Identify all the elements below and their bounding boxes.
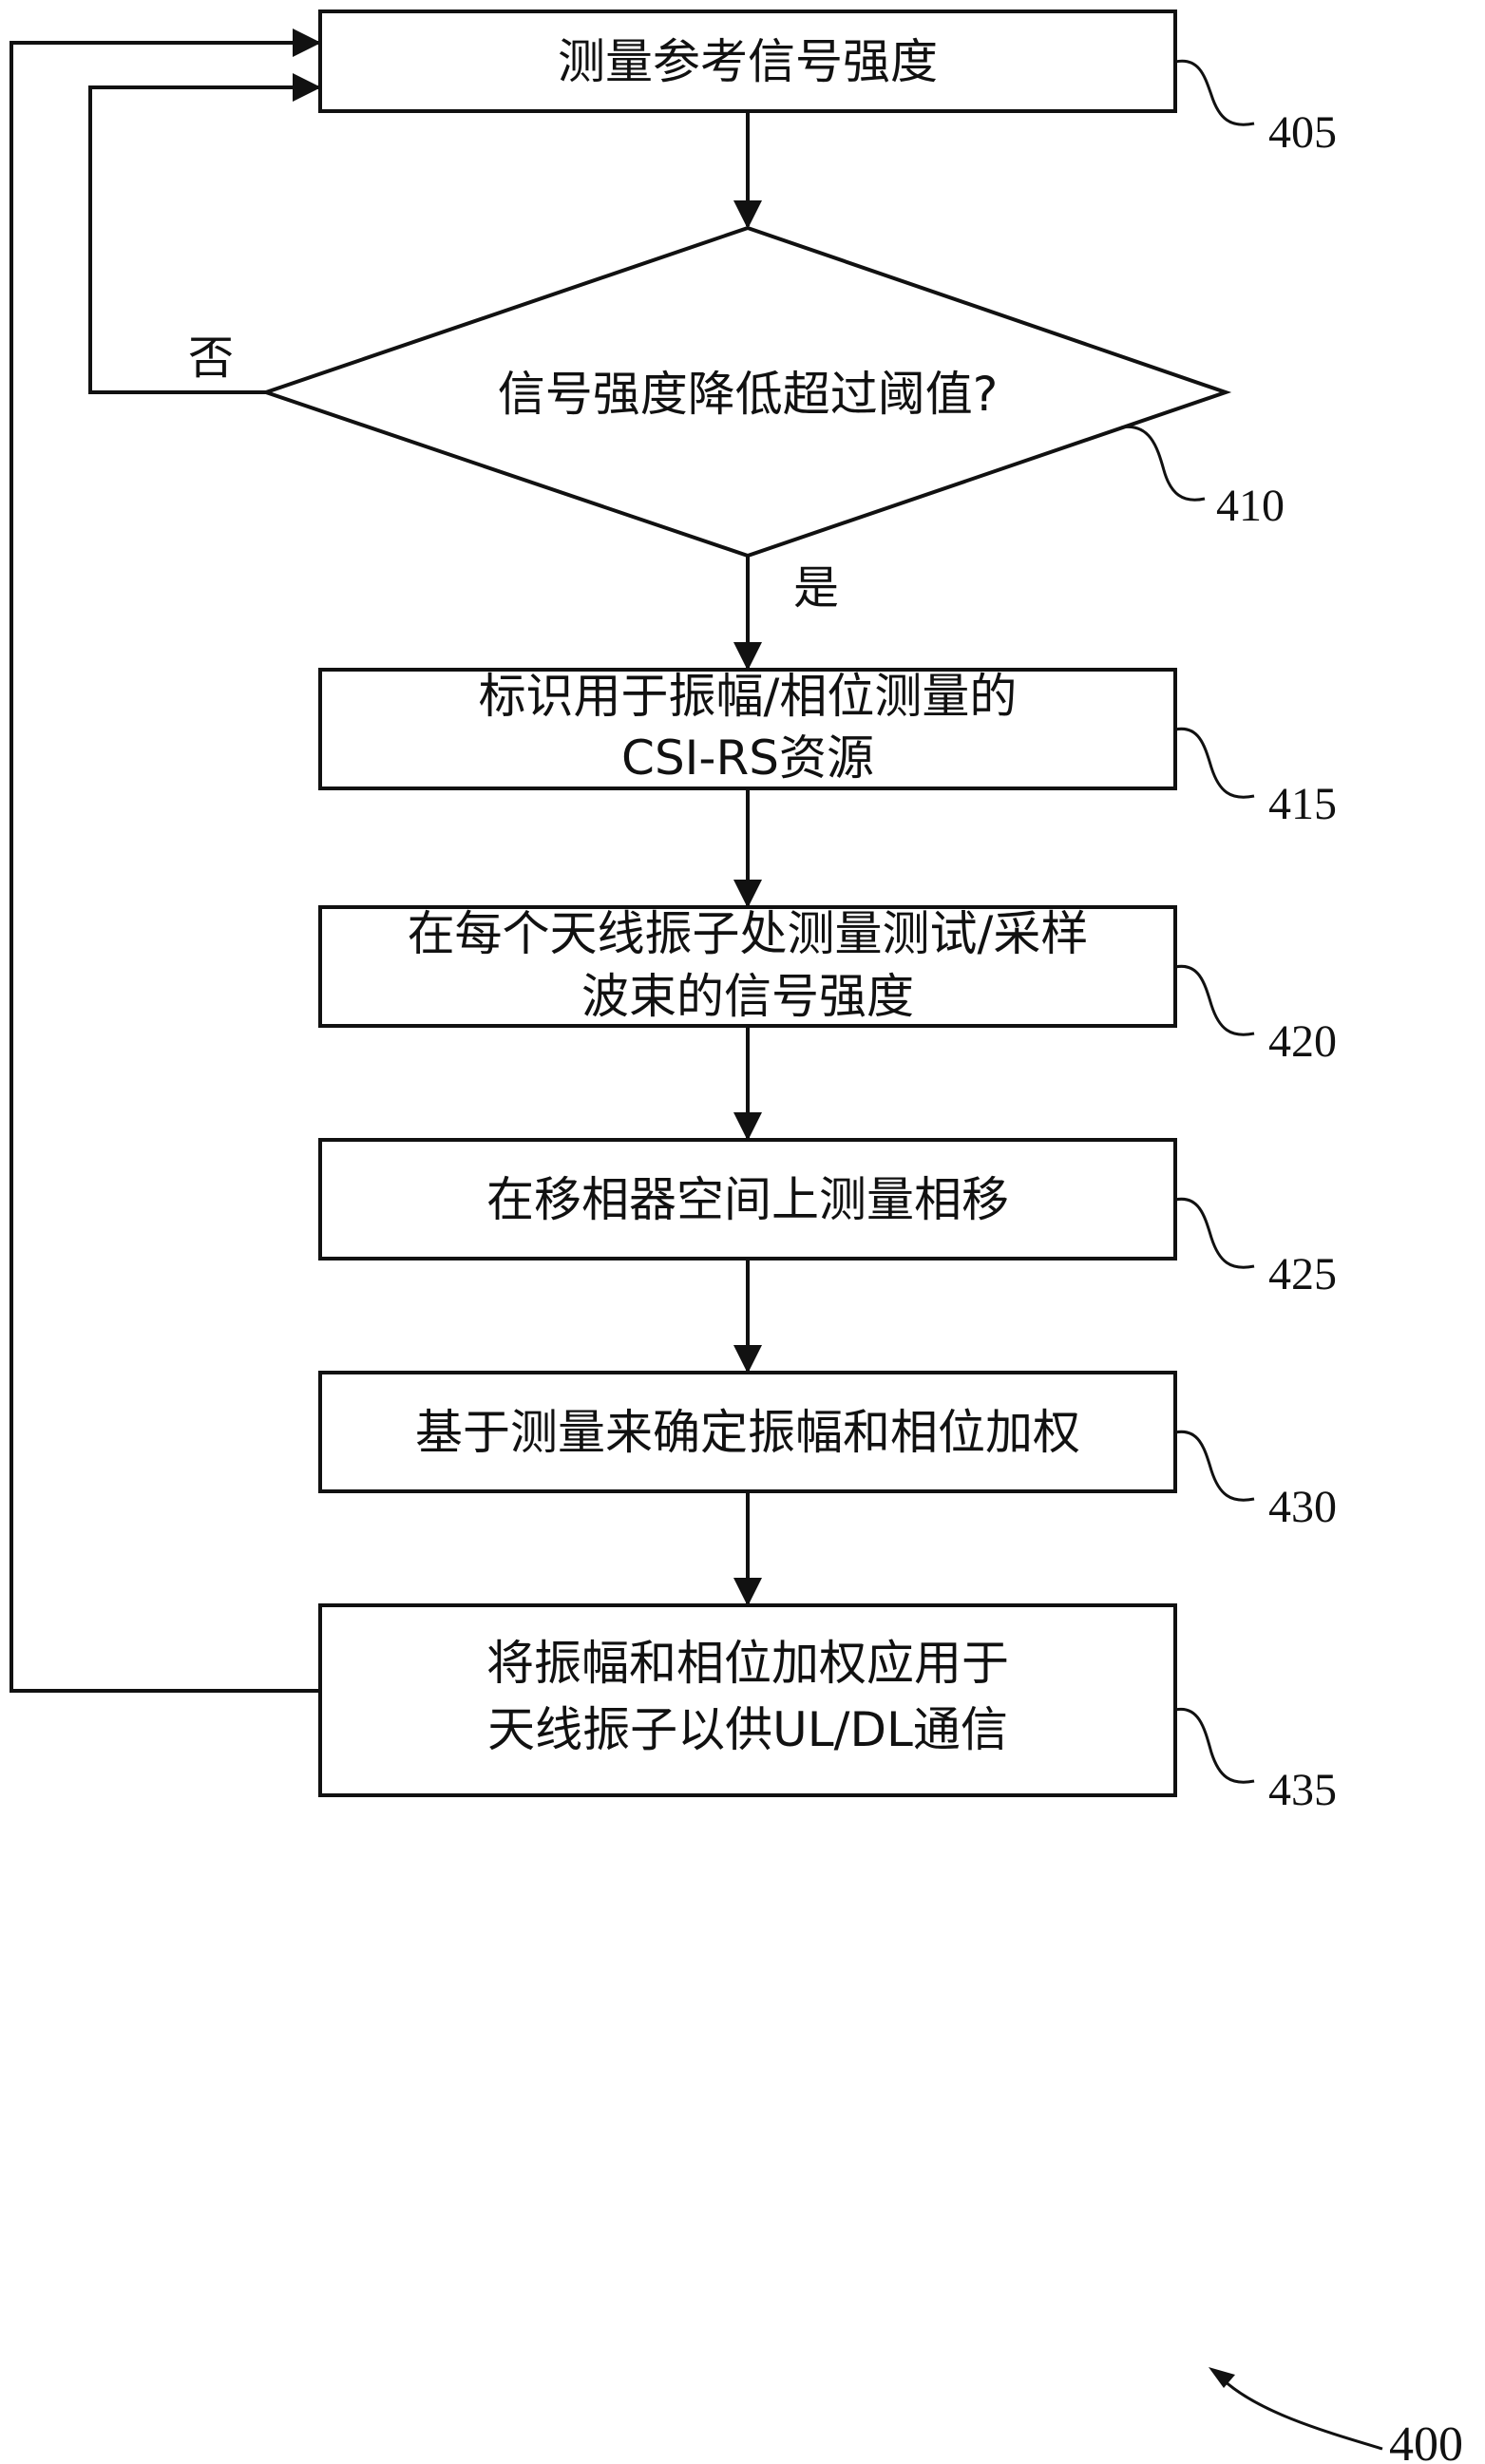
step-425-box bbox=[318, 1138, 1177, 1260]
step-430-label: 基于测量来确定振幅和相位加权 bbox=[415, 1405, 1080, 1460]
figure-number: 400 bbox=[1209, 2367, 1463, 2464]
step-415-label-line1: 标识用于振幅/相位测量的 bbox=[479, 669, 1018, 724]
step-425-label: 在移相器空间上测量相移 bbox=[486, 1172, 1009, 1227]
figure-number-arrowhead bbox=[1209, 2367, 1235, 2388]
step-405-label: 测量参考信号强度 bbox=[558, 34, 938, 89]
figure-number-leader bbox=[1221, 2378, 1383, 2451]
step-420-label-line1: 在每个天线振子处测量测试/采样 bbox=[408, 906, 1089, 961]
step-435: 将振幅和相位加权应用于 天线振子以供UL/DL通信 435 bbox=[318, 1603, 1337, 1815]
step-430: 基于测量来确定振幅和相位加权 430 bbox=[318, 1371, 1337, 1532]
figure-number-label: 400 bbox=[1389, 2417, 1463, 2464]
step-435-label-line1: 将振幅和相位加权应用于 bbox=[486, 1636, 1009, 1691]
step-410-ref: 410 bbox=[1216, 481, 1285, 531]
step-420-label-line2: 波束的信号强度 bbox=[581, 969, 914, 1024]
step-435-leader bbox=[1174, 1707, 1255, 1784]
step-420-ref: 420 bbox=[1268, 1016, 1337, 1067]
branch-yes-label: 是 bbox=[793, 561, 839, 615]
step-405-box bbox=[318, 9, 1177, 113]
step-410: 信号强度降低超过阈值? 410 bbox=[259, 225, 1285, 559]
step-425: 在移相器空间上测量相移 425 bbox=[318, 1138, 1337, 1299]
branch-no-label: 否 bbox=[188, 332, 234, 385]
step-415-leader bbox=[1174, 727, 1255, 799]
step-415-label-line2: CSI-RS资源 bbox=[621, 730, 874, 786]
step-410-label: 信号强度降低超过阈值? bbox=[498, 367, 999, 422]
step-420: 在每个天线振子处测量测试/采样 波束的信号强度 420 bbox=[318, 905, 1337, 1067]
step-435-ref: 435 bbox=[1268, 1765, 1337, 1815]
step-405-ref: 405 bbox=[1268, 107, 1337, 158]
step-425-ref: 425 bbox=[1268, 1249, 1337, 1299]
step-410-leader bbox=[1120, 425, 1206, 502]
step-430-leader bbox=[1174, 1430, 1255, 1502]
step-430-ref: 430 bbox=[1268, 1482, 1337, 1532]
step-435-label-line2: 天线振子以供UL/DL通信 bbox=[487, 1702, 1008, 1757]
arrow-no-loop bbox=[88, 73, 321, 394]
step-425-leader bbox=[1174, 1197, 1255, 1269]
step-435-box bbox=[318, 1603, 1177, 1797]
step-415: 标识用于振幅/相位测量的 CSI-RS资源 415 bbox=[318, 668, 1337, 829]
step-415-ref: 415 bbox=[1268, 779, 1337, 829]
arrow-outer-loop bbox=[10, 28, 321, 1693]
step-405-leader bbox=[1174, 59, 1255, 126]
step-420-leader bbox=[1174, 964, 1255, 1036]
step-405: 测量参考信号强度 405 bbox=[318, 9, 1337, 158]
